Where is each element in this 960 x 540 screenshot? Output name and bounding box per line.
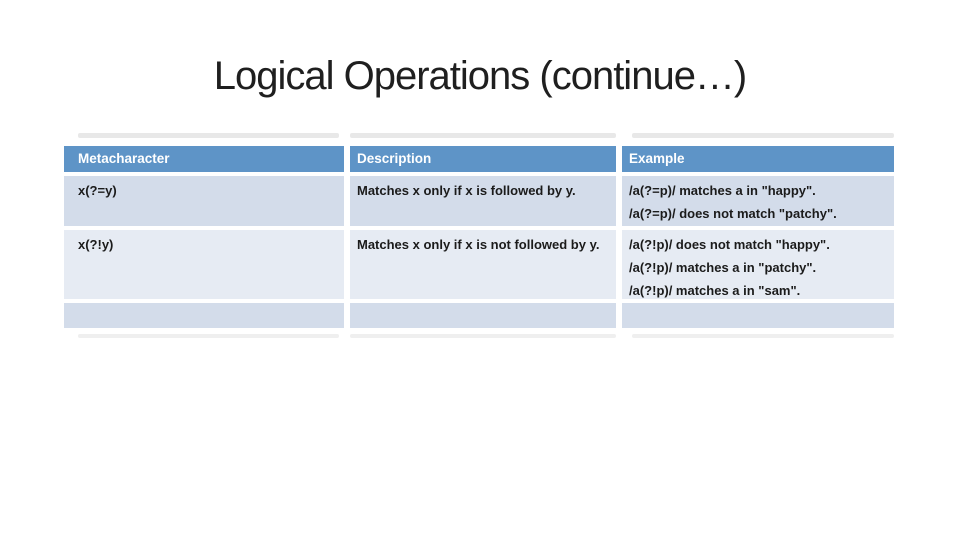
column-header-description: Description [350, 146, 616, 172]
accent-strip [78, 334, 339, 338]
example-cell: /a(?!p)/ does not match "happy". /a(?!p)… [622, 230, 894, 299]
example-line: /a(?!p)/ matches a in "patchy". [629, 260, 817, 275]
logical-operations-table: Metacharacter Description Example x(?=y)… [64, 133, 894, 338]
accent-strip [350, 133, 616, 138]
table-header-row: Metacharacter Description Example [64, 146, 894, 172]
example-line: /a(?=p)/ does not match "patchy". [629, 206, 837, 221]
description-cell: Matches x only if x is not followed by y… [350, 230, 616, 299]
accent-strip [78, 133, 339, 138]
table-top-accent [64, 133, 894, 138]
metacharacter-cell: x(?!y) [64, 230, 344, 299]
accent-strip [632, 133, 894, 138]
table-row: x(?!y) Matches x only if x is not follow… [64, 230, 894, 299]
table-row-empty [64, 303, 894, 328]
slide-title: Logical Operations (continue…) [213, 54, 748, 98]
column-header-example: Example [622, 146, 894, 172]
metacharacter-cell [64, 303, 344, 328]
example-line: /a(?!p)/ does not match "happy". [629, 237, 830, 252]
table-bottom-accent [64, 334, 894, 338]
description-cell [350, 303, 616, 328]
example-line: /a(?=p)/ matches a in "happy". [629, 183, 816, 198]
table-row: x(?=y) Matches x only if x is followed b… [64, 176, 894, 226]
metacharacter-cell: x(?=y) [64, 176, 344, 226]
accent-strip [350, 334, 616, 338]
example-line: /a(?!p)/ matches a in "sam". [629, 283, 801, 298]
example-cell [622, 303, 894, 328]
example-cell: /a(?=p)/ matches a in "happy". /a(?=p)/ … [622, 176, 894, 226]
accent-strip [632, 334, 894, 338]
column-header-metacharacter: Metacharacter [64, 146, 344, 172]
description-cell: Matches x only if x is followed by y. [350, 176, 616, 226]
